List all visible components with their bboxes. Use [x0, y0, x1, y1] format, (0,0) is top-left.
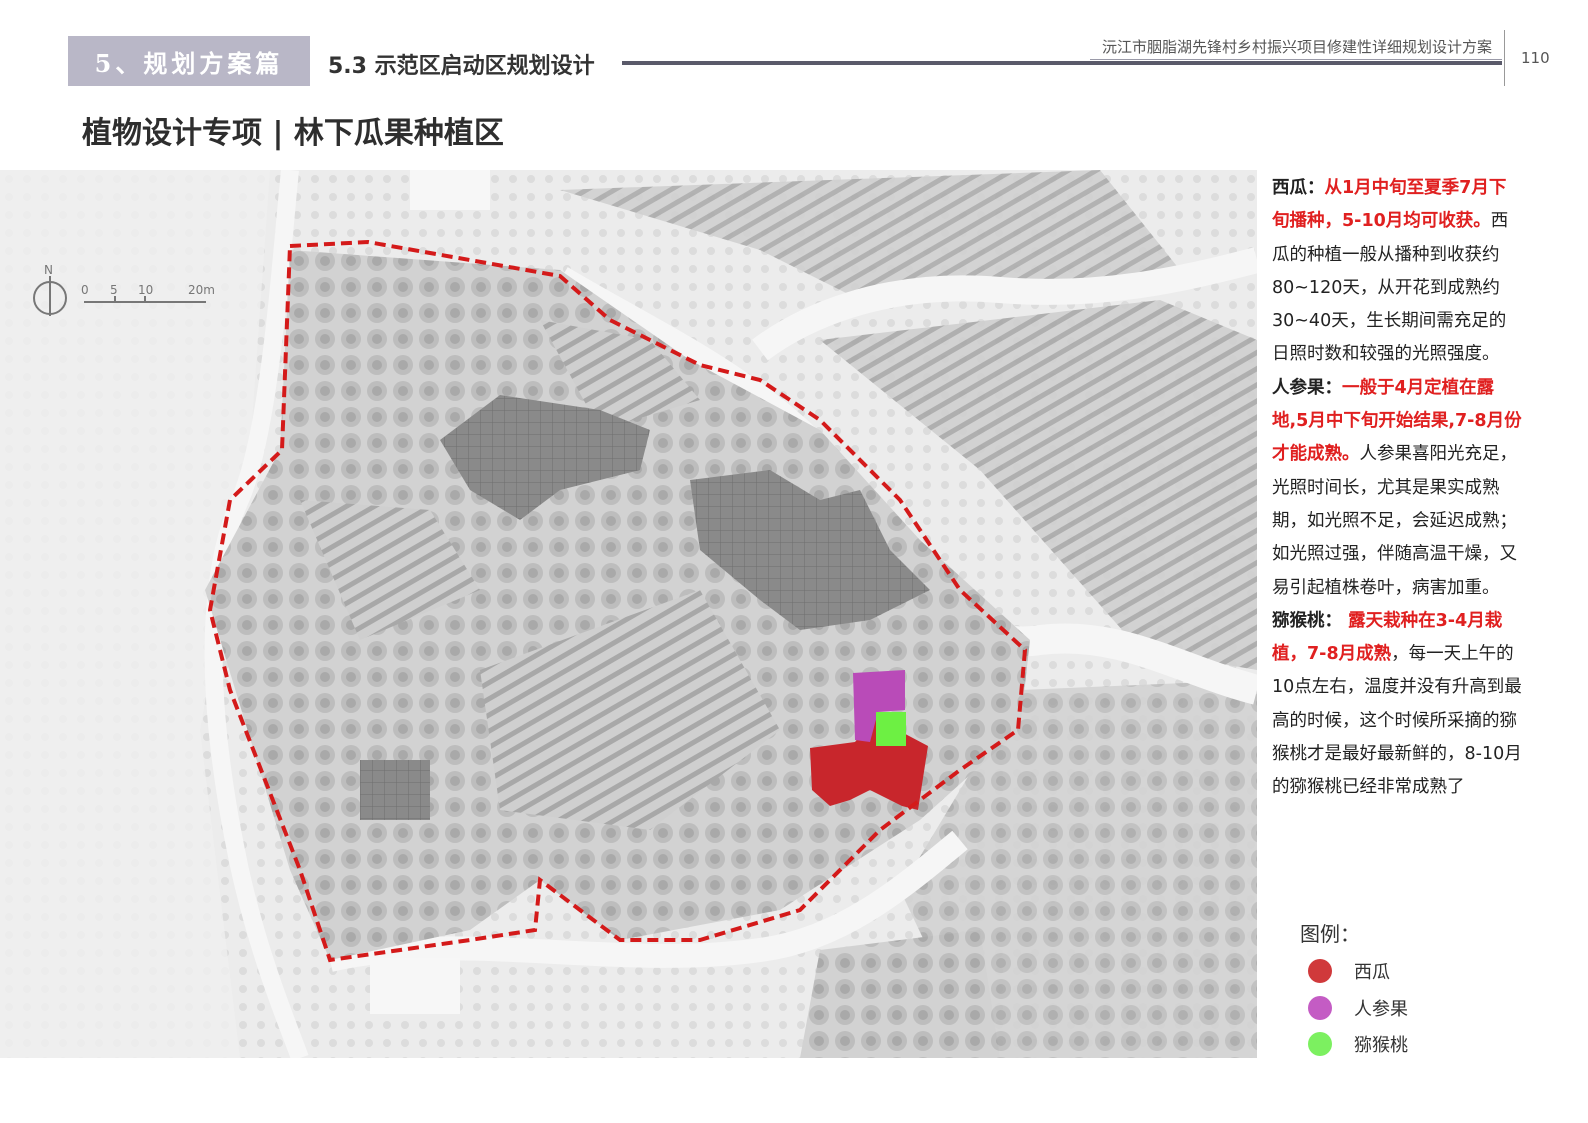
header-divider	[622, 61, 1502, 65]
svg-text:N: N	[44, 263, 53, 277]
kiwi-paragraph: 猕猴桃： 露天栽种在3-4月栽植，7-8月成熟，每一天上午的10点左右，温度并没…	[1272, 610, 1522, 798]
legend-label: 猕猴桃	[1354, 1035, 1408, 1056]
svg-text:10: 10	[138, 283, 153, 297]
legend-swatch	[1308, 1032, 1332, 1056]
site-plan-drawing: N 0 5 10 20m	[0, 170, 1257, 1058]
page-title: 植物设计专项 | 林下瓜果种植区	[82, 116, 504, 151]
kiwi-zone	[876, 712, 906, 746]
legend-swatch	[1308, 996, 1332, 1020]
document-title: 沅江市胭脂湖先锋村乡村振兴项目修建性详细规划设计方案	[1101, 38, 1492, 56]
scale-bar: 0 5 10 20m	[81, 283, 215, 303]
page-number: 110	[1504, 30, 1550, 86]
planting-description: 西瓜：从1月中旬至夏季7月下旬播种，5-10月均可收获。西瓜的种植一般从播种到收…	[1272, 172, 1522, 805]
legend-swatch	[1308, 959, 1332, 983]
site-plan-map: N 0 5 10 20m	[0, 170, 1257, 1058]
ginseng-fruit-zone	[853, 670, 905, 742]
site-boundary	[207, 239, 1028, 963]
legend-label: 人参果	[1354, 999, 1408, 1020]
legend-item-ginseng-fruit: 人参果	[1308, 995, 1408, 1021]
legend-title: 图例：	[1300, 922, 1360, 946]
ginseng-fruit-paragraph: 人参果：一般于4月定植在露地,5月中下旬开始结果,7-8月份才能成熟。人参果喜阳…	[1272, 377, 1522, 598]
svg-text:0: 0	[81, 283, 89, 297]
header-divider-thin	[1090, 59, 1502, 60]
legend-item-watermelon: 西瓜	[1308, 958, 1390, 984]
section-tab: 5、规划方案篇	[68, 36, 310, 86]
subsection-title: 5.3 示范区启动区规划设计	[328, 54, 595, 79]
legend-label: 西瓜	[1354, 962, 1390, 983]
watermelon-paragraph: 西瓜：从1月中旬至夏季7月下旬播种，5-10月均可收获。西瓜的种植一般从播种到收…	[1272, 178, 1509, 365]
svg-text:20m: 20m	[188, 283, 215, 297]
svg-text:5: 5	[110, 283, 118, 297]
north-arrow: N	[33, 263, 67, 316]
legend-item-kiwi: 猕猴桃	[1308, 1031, 1408, 1057]
